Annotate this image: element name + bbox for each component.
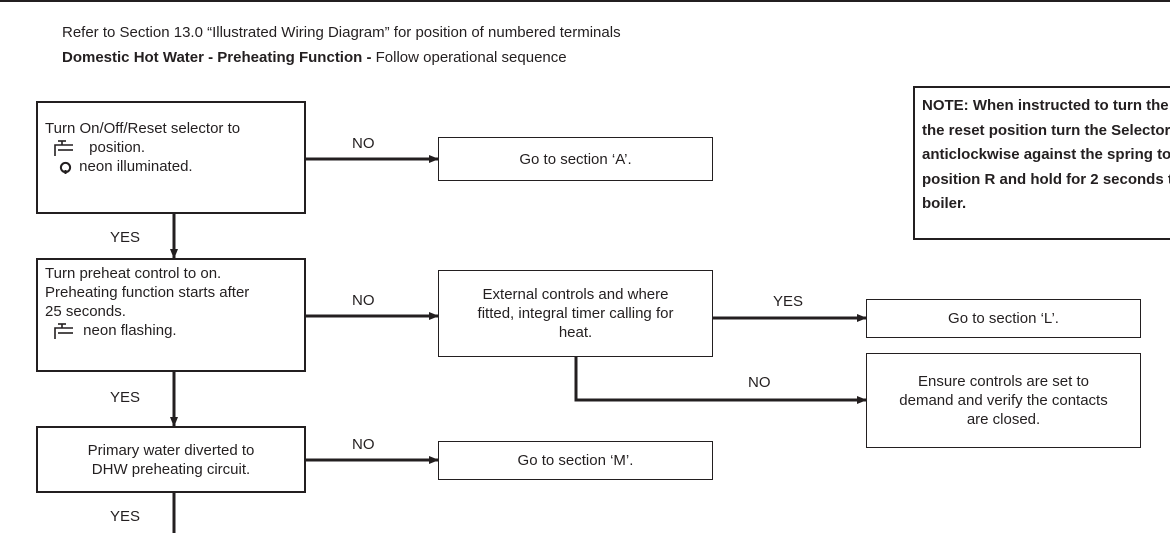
ensure-line1: Ensure controls are set to xyxy=(918,373,1089,390)
goto-section-a-box: Go to section ‘A’. xyxy=(438,137,713,181)
note-line1: NOTE: When instructed to turn the select… xyxy=(922,97,1170,114)
step-selector-box: Turn On/Off/Reset selector to position. … xyxy=(36,101,306,214)
label-yes-step1: YES xyxy=(110,229,141,246)
label-no-step1: NO xyxy=(352,135,375,152)
step2-line2: Preheating function starts after xyxy=(45,284,250,301)
note-line4: position R and hold for 2 seconds to res… xyxy=(922,170,1170,188)
step2-line4: neon flashing. xyxy=(83,322,177,339)
tap-icon xyxy=(54,323,73,340)
goto-section-a: Go to section ‘A’. xyxy=(519,150,632,168)
step3-line2: DHW preheating circuit. xyxy=(91,460,251,478)
note-line2: the reset position turn the Selector xyxy=(922,121,1170,139)
arrow-external-no xyxy=(574,357,867,404)
step3-line1: Primary water diverted to xyxy=(87,441,255,459)
goto-section-l: Go to section ‘L’. xyxy=(948,310,1059,327)
step1-line1: Turn On/Off/Reset selector to xyxy=(45,120,241,137)
external-line1: External controls and where xyxy=(482,286,669,303)
label-yes-external: YES xyxy=(773,293,804,310)
step1-line2: position. xyxy=(89,139,146,156)
tap-icon xyxy=(54,140,73,157)
goto-section-m-box: Go to section ‘M’. xyxy=(438,441,713,480)
step1-line3: neon illuminated. xyxy=(79,158,193,176)
header-subtitle: Follow operational sequence xyxy=(371,49,567,66)
label-no-external: NO xyxy=(748,374,771,391)
step2-line3: 25 seconds. xyxy=(45,303,126,320)
external-controls-box: External controls and where fitted, inte… xyxy=(438,270,713,357)
step1-line3-row: neon illuminated. xyxy=(45,157,304,176)
label-no-step3: NO xyxy=(352,436,375,453)
neon-lamp-icon xyxy=(59,161,72,174)
note-line3: anticlockwise against the spring to xyxy=(922,146,1170,163)
note-line5: boiler. xyxy=(922,195,967,212)
step2-line4-row: neon flashing. xyxy=(45,321,304,340)
top-rule xyxy=(0,0,1170,2)
label-no-step2: NO xyxy=(352,292,375,309)
external-line2: fitted, integral timer calling for xyxy=(477,305,674,322)
header-title: Domestic Hot Water - Preheating Function… xyxy=(62,49,372,66)
header-reference-line: Refer to Section 13.0 “Illustrated Wirin… xyxy=(62,24,621,41)
ensure-controls-box: Ensure controls are set to demand and ve… xyxy=(866,353,1141,448)
note-box: NOTE: When instructed to turn the select… xyxy=(913,86,1170,240)
step1-line2-row: position. xyxy=(45,138,304,157)
goto-section-m: Go to section ‘M’. xyxy=(517,452,634,469)
header-title-line: Domestic Hot Water - Preheating Function… xyxy=(62,49,567,66)
step-diverted-box: Primary water diverted to DHW preheating… xyxy=(36,426,306,493)
label-yes-step3: YES xyxy=(110,508,141,525)
ensure-line3: are closed. xyxy=(966,411,1041,428)
label-yes-step2: YES xyxy=(110,389,141,406)
goto-section-l-box: Go to section ‘L’. xyxy=(866,299,1141,338)
ensure-line2: demand and verify the contacts xyxy=(899,392,1108,409)
step2-line1: Turn preheat control to on. xyxy=(45,265,222,282)
external-line3: heat. xyxy=(558,324,593,341)
step-preheat-box: Turn preheat control to on. Preheating f… xyxy=(36,258,306,372)
